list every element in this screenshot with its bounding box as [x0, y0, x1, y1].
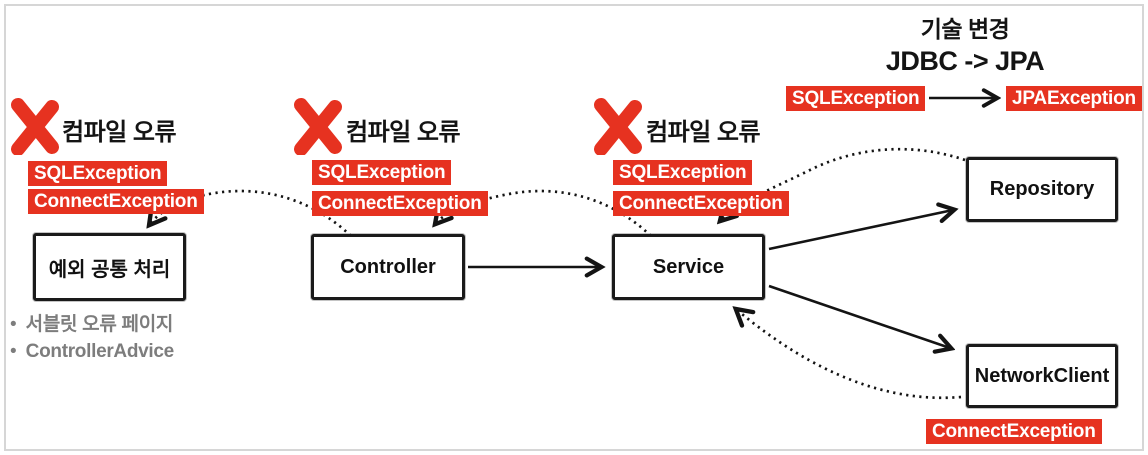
exception-label-sqlexception-1: SQLException [28, 161, 168, 186]
common-exception-handler-box: 예외 공통 처리 [33, 233, 186, 301]
exception-label-connectexception-3: ConnectException [613, 191, 789, 216]
tech-change-title: 기술 변경 [920, 16, 1010, 42]
exception-flow-networkclient-to-service [737, 310, 962, 400]
x-mark-icon [11, 98, 59, 155]
arrow-service-to-networkclient [768, 284, 950, 348]
list-item: • 서블릿 오류 페이지 [10, 309, 174, 336]
repository-box: Repository [966, 157, 1118, 222]
controller-box: Controller [311, 234, 465, 300]
note-controller-advice: ControllerAdvice [25, 341, 175, 362]
bullet-icon: • [10, 314, 17, 335]
x-mark-icon [294, 98, 342, 155]
compile-error-heading-1: 컴파일 오류 [62, 119, 177, 146]
tech-change-subtitle: JDBC -> JPA [885, 46, 1045, 76]
arrow-service-to-repository [768, 210, 953, 251]
x-mark-icon [594, 98, 642, 155]
bullet-icon: • [10, 341, 17, 362]
service-box: Service [612, 234, 765, 300]
networkclient-box: NetworkClient [966, 344, 1118, 408]
tech-change-block: 기술 변경 JDBC -> JPA [782, 10, 1148, 77]
exception-label-connectexception-2: ConnectException [312, 191, 488, 216]
exception-label-connectexception-1: ConnectException [28, 189, 204, 214]
exception-label-sqlexception-2: SQLException [312, 160, 452, 185]
notes-list: • 서블릿 오류 페이지 • ControllerAdvice [10, 309, 174, 368]
exception-label-sqlexception-3: SQLException [613, 160, 753, 185]
exception-label-jpaexception-tech: JPAException [1006, 86, 1142, 111]
compile-error-heading-2: 컴파일 오류 [346, 119, 461, 146]
exception-label-sqlexception-tech: SQLException [786, 86, 926, 111]
compile-error-heading-3: 컴파일 오류 [646, 119, 761, 146]
note-servlet-error-page: 서블릿 오류 페이지 [25, 314, 174, 335]
list-item: • ControllerAdvice [10, 341, 174, 363]
exception-label-connectexception-networkclient: ConnectException [926, 419, 1102, 444]
